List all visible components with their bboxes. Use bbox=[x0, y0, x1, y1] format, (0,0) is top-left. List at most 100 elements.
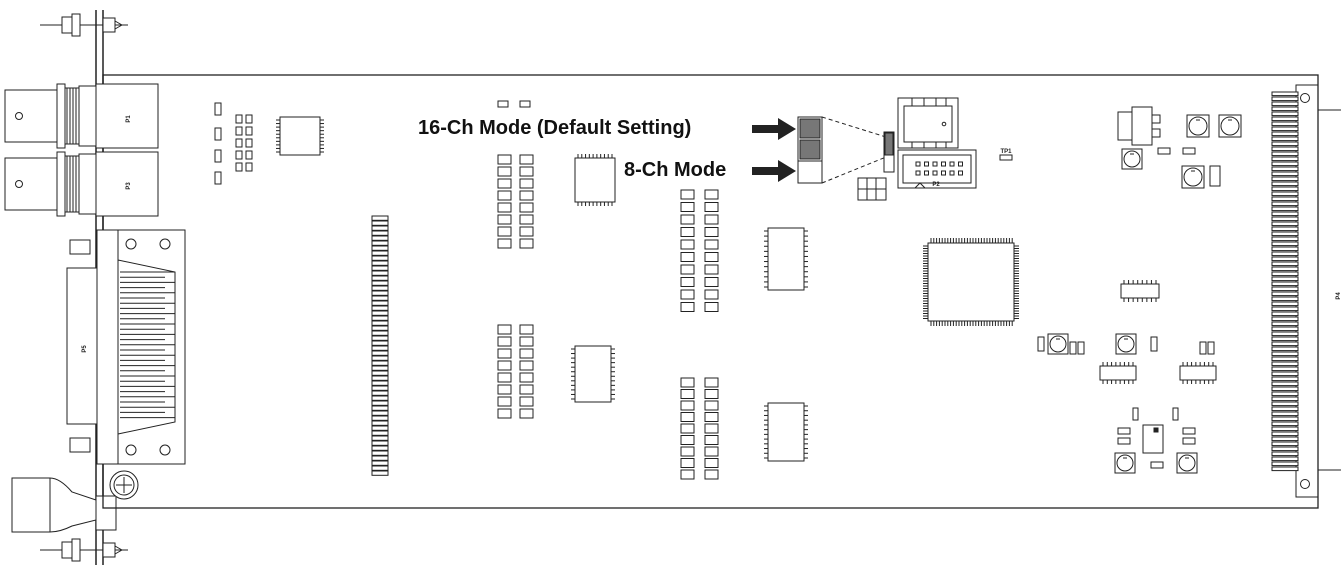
edge-finger bbox=[1271, 196, 1299, 202]
edge-finger bbox=[1271, 186, 1299, 192]
edge-finger bbox=[1271, 386, 1299, 392]
edge-finger bbox=[1271, 256, 1299, 262]
p2-pin bbox=[941, 170, 946, 176]
edge-finger bbox=[1271, 136, 1299, 142]
smd-pad bbox=[1199, 341, 1207, 355]
capacitor bbox=[1047, 333, 1069, 355]
smd-pad bbox=[1182, 147, 1196, 155]
edge-finger bbox=[1271, 371, 1299, 377]
header-pin bbox=[371, 310, 389, 316]
smd-pad bbox=[1150, 461, 1164, 469]
capacitor bbox=[1176, 452, 1198, 474]
smd-pad bbox=[680, 202, 695, 212]
soic-chip bbox=[764, 227, 808, 291]
header-pin bbox=[371, 355, 389, 361]
edge-finger bbox=[1271, 301, 1299, 307]
edge-finger bbox=[1271, 166, 1299, 172]
header-pin bbox=[371, 365, 389, 371]
smd-pad bbox=[245, 150, 253, 160]
edge-finger bbox=[1271, 226, 1299, 232]
bottom-screw bbox=[40, 538, 128, 562]
callout-8ch-mode: 8-Ch Mode bbox=[624, 159, 727, 181]
capacitor bbox=[1218, 114, 1242, 138]
edge-finger bbox=[1271, 191, 1299, 197]
smd-pad bbox=[519, 166, 534, 177]
header-pin bbox=[371, 260, 389, 266]
header-pin bbox=[371, 370, 389, 376]
smd-pad bbox=[680, 446, 695, 457]
arrow-16ch bbox=[752, 118, 796, 140]
edge-finger bbox=[1271, 121, 1299, 127]
smd-pad bbox=[680, 389, 695, 399]
smd-pad bbox=[1132, 407, 1139, 421]
small-header-block bbox=[857, 177, 887, 201]
smd-pad bbox=[680, 264, 695, 275]
header-p2 bbox=[897, 149, 977, 189]
header-pin bbox=[371, 440, 389, 446]
smd-pad bbox=[497, 408, 512, 419]
smd-pad bbox=[497, 396, 512, 407]
label-p4: P4 bbox=[1336, 292, 1341, 300]
smd-pad bbox=[214, 102, 222, 116]
label-p3: P3 bbox=[126, 182, 132, 190]
smd-pad bbox=[519, 154, 534, 165]
header-pin bbox=[371, 270, 389, 276]
edge-finger bbox=[1271, 451, 1299, 457]
header-pin bbox=[371, 230, 389, 236]
header-pin bbox=[371, 345, 389, 351]
header-pin bbox=[371, 430, 389, 436]
capacitor bbox=[1181, 165, 1205, 189]
smd-pad bbox=[1157, 147, 1171, 155]
smd-pad bbox=[1182, 427, 1196, 435]
header-pin bbox=[371, 255, 389, 261]
p2-pin bbox=[924, 161, 929, 167]
smd-pad bbox=[680, 400, 695, 411]
header-pin bbox=[371, 250, 389, 256]
smd-pad bbox=[704, 423, 719, 434]
edge-finger bbox=[1271, 351, 1299, 357]
edge-finger bbox=[1271, 466, 1299, 472]
smd-pad bbox=[680, 189, 695, 200]
smd-pad bbox=[1182, 437, 1196, 445]
soic-chip bbox=[1099, 362, 1137, 384]
smd-pad bbox=[497, 178, 512, 189]
header-pin bbox=[371, 395, 389, 401]
edge-finger bbox=[1271, 151, 1299, 157]
smd-pad bbox=[704, 400, 719, 411]
edge-finger bbox=[1271, 156, 1299, 162]
relay-component bbox=[897, 97, 959, 149]
header-pin bbox=[371, 215, 389, 221]
smd-pad bbox=[680, 423, 695, 434]
edge-finger bbox=[1271, 426, 1299, 432]
header-pin bbox=[371, 400, 389, 406]
arrow-8ch bbox=[752, 160, 796, 182]
smd-pad bbox=[497, 348, 512, 359]
header-pin bbox=[371, 405, 389, 411]
edge-finger bbox=[1271, 96, 1299, 102]
smd-pad bbox=[497, 154, 512, 165]
dsub-connector-p5 bbox=[66, 229, 186, 465]
edge-finger bbox=[1271, 106, 1299, 112]
smd-pad bbox=[235, 138, 243, 148]
edge-finger bbox=[1271, 266, 1299, 272]
smd-pad bbox=[704, 264, 719, 275]
smd-pad bbox=[519, 408, 534, 419]
smd-pad bbox=[1207, 341, 1215, 355]
edge-finger bbox=[1271, 401, 1299, 407]
edge-finger bbox=[1271, 131, 1299, 137]
label-p2: P2 bbox=[932, 182, 940, 188]
smd-pad bbox=[497, 214, 512, 225]
edge-finger bbox=[1271, 446, 1299, 452]
header-pin bbox=[371, 420, 389, 426]
edge-finger bbox=[1271, 261, 1299, 267]
smd-pad bbox=[235, 150, 243, 160]
edge-finger bbox=[1271, 406, 1299, 412]
smd-pad bbox=[519, 336, 534, 347]
header-pin bbox=[371, 220, 389, 226]
header-pin bbox=[371, 415, 389, 421]
edge-finger bbox=[1271, 116, 1299, 122]
header-pin bbox=[371, 360, 389, 366]
smd-pad bbox=[704, 377, 719, 388]
voltage-regulator bbox=[1117, 106, 1161, 146]
